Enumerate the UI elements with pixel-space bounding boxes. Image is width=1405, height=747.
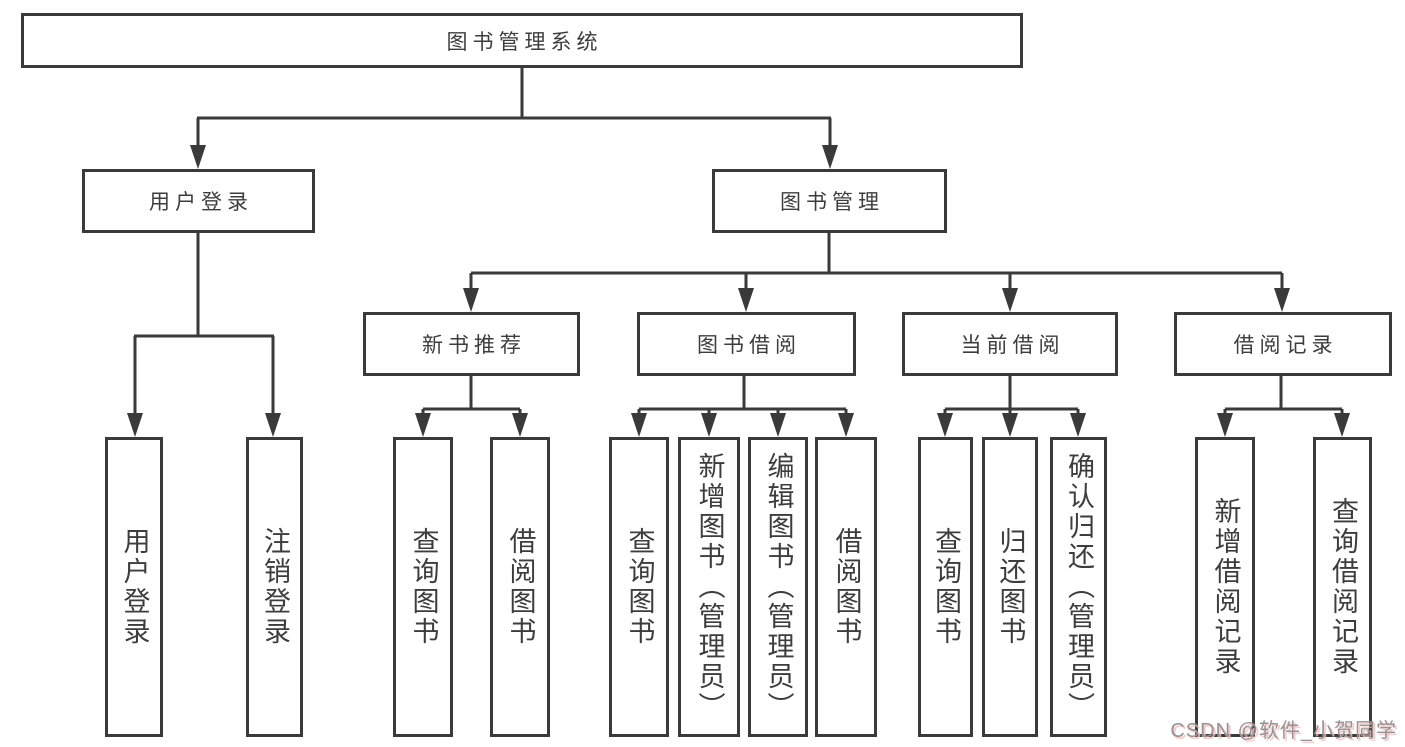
node-new-book-recommend: 新书推荐 [363, 312, 580, 376]
leaf-borrow-borrow-books: 借阅图书 [815, 437, 877, 737]
leaf-recommend-query-books: 查询图书 [393, 437, 453, 737]
leaf-borrow-query-books: 查询图书 [609, 437, 669, 737]
node-current-borrow-label: 当前借阅 [960, 334, 1065, 357]
leaf-user-login: 用户登录 [105, 437, 163, 737]
leaf-user-login-label: 用户登录 [119, 527, 150, 647]
node-book-management-label: 图书管理 [780, 191, 884, 214]
node-root-label: 图书管理系统 [446, 30, 603, 54]
arrowheads [127, 145, 1350, 437]
node-book-borrow-label: 图书借阅 [697, 334, 801, 357]
leaf-query-borrow-record-label: 查询借阅记录 [1328, 497, 1358, 677]
node-new-book-recommend-label: 新书推荐 [422, 334, 526, 357]
leaf-logout: 注销登录 [246, 437, 303, 737]
leaf-borrow-borrow-books-label: 借阅图书 [831, 527, 862, 647]
leaf-edit-book-admin-label: 编辑图书（管理员） [763, 452, 794, 722]
leaf-recommend-query-books-label: 查询图书 [408, 527, 439, 647]
leaf-borrow-query-books-label: 查询图书 [624, 527, 655, 647]
leaf-return-book-label: 归还图书 [995, 527, 1026, 647]
node-current-borrow: 当前借阅 [902, 312, 1118, 376]
node-root: 图书管理系统 [21, 13, 1023, 68]
leaf-current-query-books-label: 查询图书 [931, 527, 961, 647]
leaf-edit-book-admin: 编辑图书（管理员） [748, 437, 808, 737]
leaf-confirm-return-admin: 确认归还（管理员） [1050, 437, 1107, 737]
leaf-return-book: 归还图书 [982, 437, 1038, 737]
node-user-login-label: 用户登录 [149, 191, 253, 214]
leaf-add-book-admin: 新增图书（管理员） [678, 437, 740, 737]
node-borrow-records: 借阅记录 [1174, 312, 1392, 376]
csdn-watermark: CSDN @软件_小贺同学 [1170, 720, 1397, 742]
leaf-query-borrow-record: 查询借阅记录 [1313, 437, 1372, 737]
leaf-add-book-admin-label: 新增图书（管理员） [694, 452, 725, 722]
node-book-borrow: 图书借阅 [637, 312, 856, 376]
leaf-add-borrow-record: 新增借阅记录 [1195, 437, 1255, 737]
node-borrow-records-label: 借阅记录 [1233, 334, 1338, 357]
leaf-add-borrow-record-label: 新增借阅记录 [1210, 497, 1241, 677]
leaf-logout-label: 注销登录 [260, 527, 290, 647]
node-user-login: 用户登录 [82, 169, 315, 233]
leaf-current-query-books: 查询图书 [918, 437, 973, 737]
leaf-recommend-borrow-books-label: 借阅图书 [505, 527, 536, 647]
leaf-recommend-borrow-books: 借阅图书 [490, 437, 550, 737]
node-book-management: 图书管理 [712, 169, 947, 233]
leaf-confirm-return-admin-label: 确认归还（管理员） [1064, 452, 1094, 722]
